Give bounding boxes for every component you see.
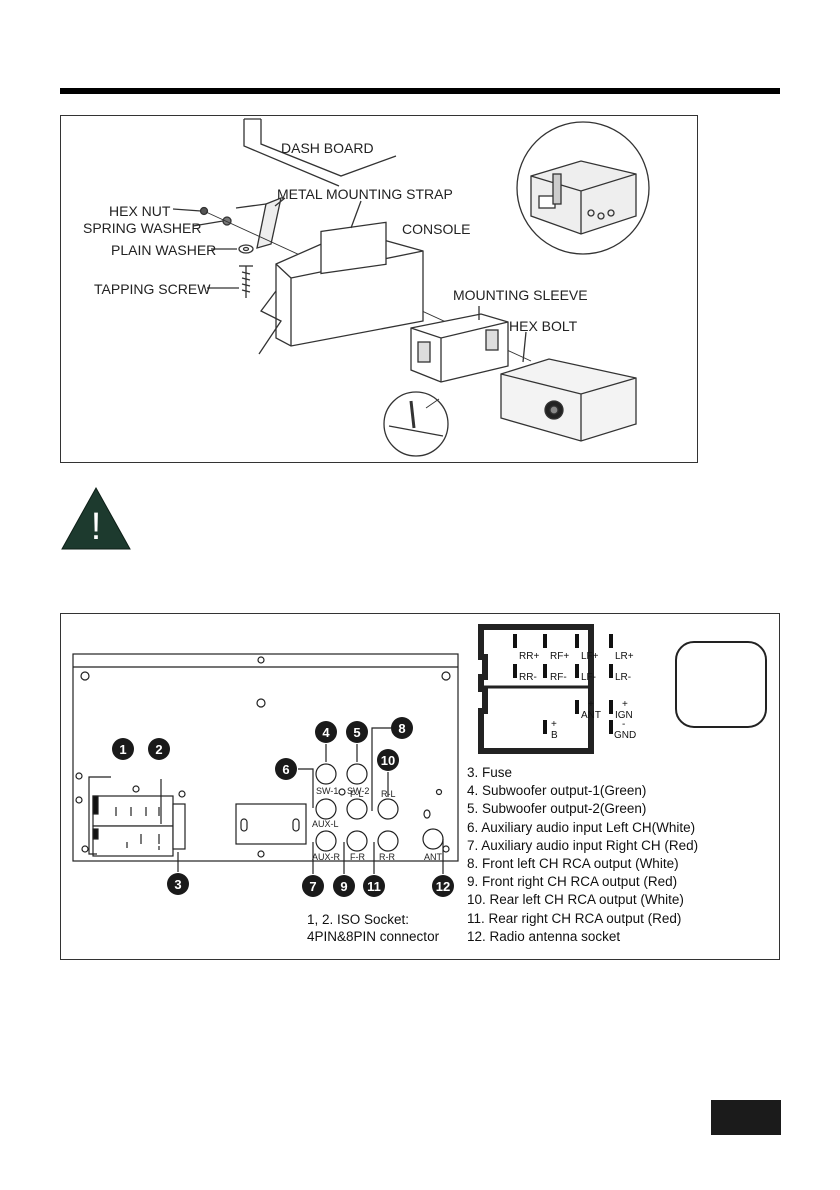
callout-6: 6 — [275, 758, 297, 780]
page-number-tab — [711, 1100, 781, 1135]
jack-r-r: R-R — [379, 852, 395, 862]
legend-item: 7. Auxiliary audio input Right CH (Red) — [467, 837, 699, 853]
legend-item: 11. Rear right CH RCA output (Red) — [467, 910, 682, 926]
callout-1: 1 — [112, 738, 134, 760]
svg-text:10: 10 — [381, 753, 395, 768]
jack-f-r: F-R — [350, 852, 365, 862]
iso-socket-note: 1, 2. ISO Socket: 4PIN&8PIN connector — [307, 911, 439, 945]
jack-sw2: SW-2 — [347, 786, 369, 796]
svg-text:9: 9 — [340, 879, 347, 894]
installation-diagram: DASH BOARD METAL MOUNTING STRAP HEX NUT … — [60, 115, 698, 463]
callout-11: 11 — [363, 875, 385, 897]
pin-b-plus: + — [551, 719, 557, 730]
pin-lf-plus: LF+ — [581, 651, 599, 662]
connector-legend: 3. Fuse 4. Subwoofer output-1(Green) 5. … — [467, 764, 698, 946]
pin-rr-plus: RR+ — [519, 651, 539, 662]
svg-text:5: 5 — [353, 725, 360, 740]
jack-aux-r: AUX-R — [312, 852, 341, 862]
svg-text:8: 8 — [398, 721, 405, 736]
pin-ant: ANT — [581, 710, 601, 721]
label-plain-washer: PLAIN WASHER — [111, 242, 216, 258]
svg-text:6: 6 — [282, 762, 289, 777]
legend-item: 9. Front right CH RCA output (Red) — [467, 874, 678, 890]
svg-text:11: 11 — [367, 879, 381, 894]
pin-rr-minus: RR- — [519, 672, 537, 683]
iso-note-line1: 1, 2. ISO Socket: — [307, 912, 410, 927]
installation-drawing: DASH BOARD METAL MOUNTING STRAP HEX NUT … — [83, 118, 650, 457]
legend-item: 4. Subwoofer output-1(Green) — [467, 783, 647, 799]
pin-ign: IGN — [615, 710, 633, 721]
callout-7: 7 — [302, 875, 324, 897]
header-rule — [60, 88, 780, 94]
callout-9: 9 — [333, 875, 355, 897]
label-dash-board: DASH BOARD — [281, 140, 374, 156]
label-mounting-sleeve: MOUNTING SLEEVE — [453, 287, 588, 303]
callout-10: 10 — [377, 749, 399, 771]
jack-ant: ANT — [424, 852, 443, 862]
legend-item: 6. Auxiliary audio input Left CH(White) — [467, 819, 696, 835]
pin-gnd-minus: - — [622, 719, 625, 730]
legend-item: 10. Rear left CH RCA output (White) — [467, 892, 684, 908]
jack-sw1: SW-1 — [316, 786, 338, 796]
pin-gnd: GND — [614, 730, 636, 741]
legend-item: 12. Radio antenna socket — [467, 928, 621, 944]
label-tapping-screw: TAPPING SCREW — [94, 281, 211, 297]
pin-lf-minus: LF- — [581, 672, 596, 683]
label-hex-nut: HEX NUT — [109, 203, 171, 219]
svg-text:4: 4 — [322, 725, 330, 740]
svg-text:3: 3 — [174, 877, 181, 892]
jack-f-l: F-L — [350, 789, 364, 799]
svg-text:1: 1 — [119, 742, 126, 757]
jack-aux-l: AUX-L — [312, 819, 339, 829]
jack-r-l: R-L — [381, 789, 396, 799]
callout-8: 8 — [391, 717, 413, 739]
label-spring-washer: SPRING WASHER — [83, 220, 202, 236]
legend-item: 3. Fuse — [467, 765, 513, 780]
svg-text:2: 2 — [155, 742, 162, 757]
callout-5: 5 — [346, 721, 368, 743]
pin-b: B — [551, 730, 558, 741]
callout-12: 12 — [432, 875, 454, 897]
svg-text:12: 12 — [436, 879, 450, 894]
pin-rf-plus: RF+ — [550, 651, 569, 662]
pin-lr-plus: LR+ — [615, 651, 634, 662]
pin-ant-plus: + — [588, 699, 594, 710]
callout-3: 3 — [167, 873, 189, 895]
pin-rf-minus: RF- — [550, 672, 567, 683]
wiring-drawing: RR+ RF+ LF+ LR+ RR- RF- LF- LR- + ANT + … — [72, 624, 767, 897]
label-metal-mounting-strap: METAL MOUNTING STRAP — [277, 186, 453, 202]
callout-2: 2 — [148, 738, 170, 760]
pin-ign-plus: + — [622, 699, 628, 710]
legend-item: 8. Front left CH RCA output (White) — [467, 856, 679, 872]
pin-lr-minus: LR- — [615, 672, 631, 683]
callout-4: 4 — [315, 721, 337, 743]
svg-text:7: 7 — [309, 879, 316, 894]
label-console: CONSOLE — [402, 221, 470, 237]
legend-item: 5. Subwoofer output-2(Green) — [467, 801, 647, 817]
warning-symbol: ! — [91, 506, 102, 548]
iso-note-line2: 4PIN&8PIN connector — [307, 929, 440, 944]
wiring-diagram: RR+ RF+ LF+ LR+ RR- RF- LF- LR- + ANT + … — [60, 613, 780, 960]
label-hex-bolt: HEX BOLT — [509, 318, 578, 334]
